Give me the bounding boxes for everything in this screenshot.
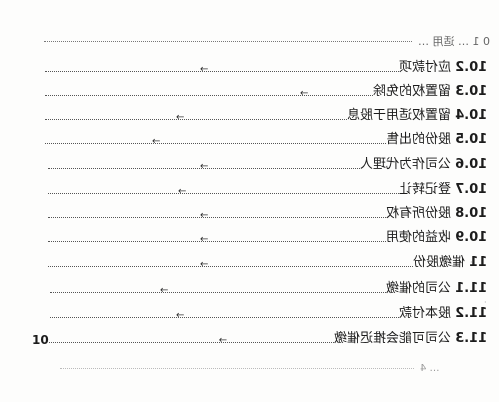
toc-footer-line: … 4 xyxy=(60,362,440,374)
toc-entry-text: 10.7 登记转让 xyxy=(399,182,490,198)
toc-entry[interactable]: ← 11.2 股本付款 xyxy=(50,304,490,322)
arrow-left-icon: ← xyxy=(200,234,209,245)
toc-entry-text: 11 催缴股份 xyxy=(413,255,490,271)
scan-speck: · xyxy=(470,258,473,267)
arrow-left-icon: ← xyxy=(160,285,169,296)
toc-section-title: 公司作为代理人 xyxy=(359,157,451,172)
toc-section-title: 催缴股份 xyxy=(412,255,465,270)
toc-section-number: 10.2 xyxy=(454,60,487,75)
toc-leader-dots: ← xyxy=(45,137,386,147)
arrow-left-icon: ← xyxy=(200,161,209,172)
footer-text: … 4 xyxy=(420,362,440,374)
toc-section-number: 10.6 xyxy=(454,157,487,172)
header-text: 0 1 … 适用 … xyxy=(418,35,490,48)
toc-section-number: 11.1 xyxy=(454,281,487,296)
toc-entry[interactable]: ← 10.8 股份所有权 xyxy=(48,204,490,222)
toc-entry[interactable]: ← 11.1 公司的催缴 xyxy=(50,279,490,297)
arrow-left-icon: ← xyxy=(218,335,228,346)
toc-leader-dots: ← xyxy=(50,286,386,296)
toc-section-number: 10.7 xyxy=(454,182,487,197)
toc-section-title: 公司可能会推迟催缴 xyxy=(333,331,451,346)
toc-entry[interactable]: ← 10.9 收益的使用 xyxy=(48,228,490,246)
arrow-left-icon: ← xyxy=(178,186,187,197)
toc-entry-text: 10.2 应付款项 xyxy=(399,60,490,76)
arrow-left-icon: ← xyxy=(200,259,209,270)
toc-section-title: 登记转让 xyxy=(398,182,451,197)
toc-entry-text: 11.1 公司的催缴 xyxy=(386,281,490,297)
toc-entry[interactable]: ← 11 催缴股份 xyxy=(48,253,490,271)
toc-entry-text: 10.4 留置权适用于股息 xyxy=(347,108,490,124)
toc-section-title: 公司的催缴 xyxy=(385,281,451,296)
toc-leader-dots: ← xyxy=(48,162,360,172)
toc-entry[interactable]: ← 10.6 公司作为代理人 xyxy=(48,155,490,173)
toc-leader-dots: ← xyxy=(45,113,347,123)
arrow-left-icon: ← xyxy=(152,136,161,147)
toc-section-title: 留置权的免除 xyxy=(372,84,451,99)
toc-section-title: 股份所有权 xyxy=(385,206,451,221)
toc-leader-dots: ← xyxy=(50,311,399,321)
toc-entry-text: 10.8 股份所有权 xyxy=(386,206,490,222)
toc-section-number: 10.3 xyxy=(454,84,487,99)
toc-section-title: 应付款项 xyxy=(398,60,451,75)
toc-header-line: 0 1 … 适用 … xyxy=(44,34,490,48)
footer-leader xyxy=(60,367,415,369)
toc-section-number: 10.9 xyxy=(454,230,487,245)
toc-entry[interactable]: ← 10.4 留置权适用于股息 xyxy=(45,106,490,124)
toc-entry[interactable]: ← 10.2 应付款项 xyxy=(45,58,490,76)
header-leader xyxy=(44,40,413,42)
toc-section-number: 10.4 xyxy=(454,108,487,123)
arrow-left-icon: ← xyxy=(176,112,185,123)
arrow-left-icon: ← xyxy=(200,210,209,221)
toc-leader-dots: ← xyxy=(48,235,386,245)
scan-speck: · xyxy=(478,212,481,221)
toc-entry-text: 10.9 收益的使用 xyxy=(386,230,490,246)
toc-entry[interactable]: ← 10.5 股份的出售 xyxy=(45,130,490,148)
toc-entry[interactable]: ← 10.7 登记转让 xyxy=(48,180,490,198)
toc-leader-dots: ← xyxy=(48,260,413,270)
toc-leader-dots: ← xyxy=(48,211,386,221)
toc-entry[interactable]: ← 10.3 留置权的免除 xyxy=(45,82,490,100)
toc-entry-text: 10.5 股份的出售 xyxy=(386,132,490,148)
toc-entry-text: 10.6 公司作为代理人 xyxy=(360,157,490,173)
toc-section-number: 11.2 xyxy=(454,306,487,321)
scan-speck: · xyxy=(484,298,487,307)
arrow-left-icon: ← xyxy=(200,64,209,75)
toc-section-number: 11.3 xyxy=(454,331,487,346)
toc-section-title: 留置权适用于股息 xyxy=(346,108,451,123)
toc-section-title: 股本付款 xyxy=(398,306,451,321)
arrow-left-icon: ← xyxy=(300,88,309,99)
scan-speck: · xyxy=(470,138,473,147)
toc-section-title: 收益的使用 xyxy=(385,230,451,245)
toc-leader-dots: ← xyxy=(45,89,373,99)
toc-leader-dots: ← xyxy=(48,336,334,346)
toc-leader-dots: ← xyxy=(45,65,399,75)
arrow-left-icon: ← xyxy=(176,310,185,321)
toc-page-number: 10 xyxy=(32,333,49,347)
toc-entry[interactable]: 10 ← 11.3 公司可能会推迟催缴 xyxy=(30,329,490,347)
toc-entry-text: 11.3 公司可能会推迟催缴 xyxy=(334,331,490,347)
toc-section-title: 股份的出售 xyxy=(385,132,451,147)
toc-entry-text: 10.3 留置权的免除 xyxy=(373,84,490,100)
toc-entry-text: 11.2 股本付款 xyxy=(399,306,490,322)
toc-leader-dots: ← xyxy=(48,187,399,197)
toc-section-number: 10.8 xyxy=(454,206,487,221)
